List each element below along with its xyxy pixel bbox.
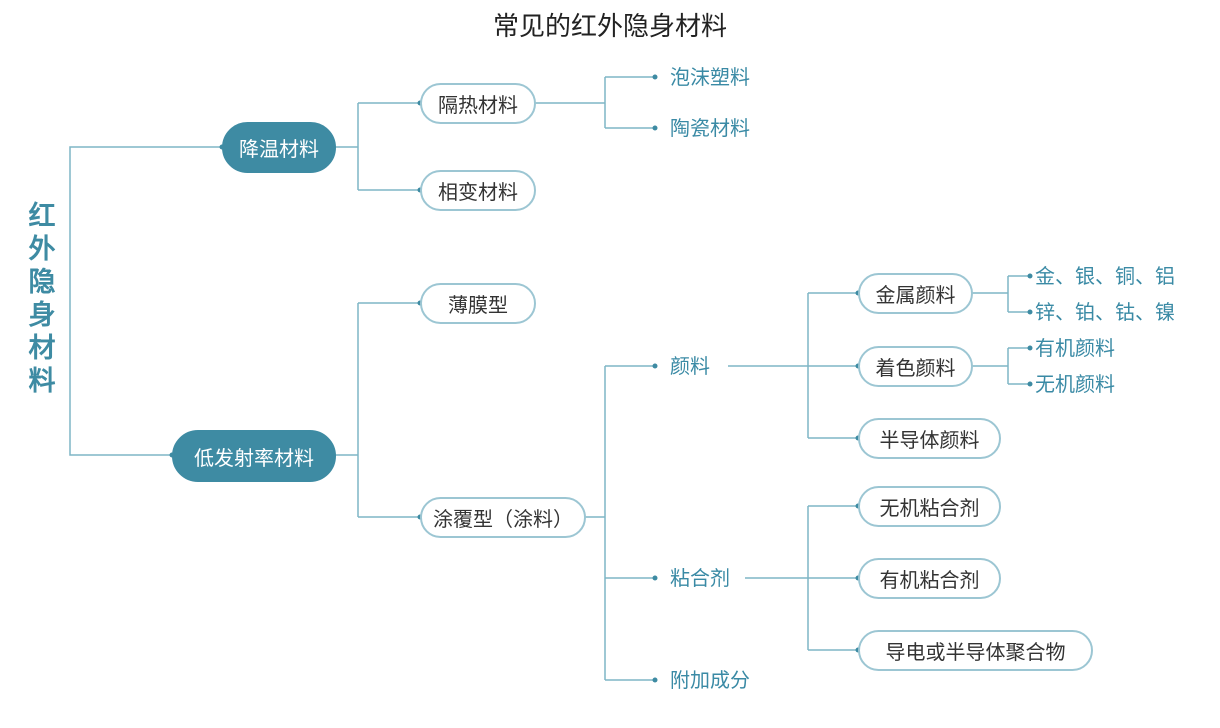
node-film[interactable]: 薄膜型: [420, 283, 536, 324]
node-cooling[interactable]: 降温材料: [222, 122, 336, 173]
leaf-inorganic-pigment[interactable]: 无机颜料: [1035, 372, 1115, 396]
node-pigment[interactable]: 颜料: [670, 354, 710, 378]
diagram-title: 常见的红外隐身材料: [492, 12, 727, 42]
node-insulation[interactable]: 隔热材料: [420, 83, 536, 124]
node-metal-pigment[interactable]: 金属颜料: [858, 273, 973, 314]
leaf-ceramic[interactable]: 陶瓷材料: [670, 116, 750, 140]
node-low-emissivity[interactable]: 低发射率材料: [172, 430, 336, 482]
node-inorganic-binder[interactable]: 无机粘合剂: [858, 486, 1001, 527]
root-node: 红外隐身材料: [28, 201, 56, 397]
leaf-foam[interactable]: 泡沫塑料: [670, 65, 750, 89]
leaf-additive[interactable]: 附加成分: [670, 668, 750, 692]
node-coating[interactable]: 涂覆型（涂料）: [420, 497, 586, 538]
node-conductive-polymer[interactable]: 导电或半导体聚合物: [858, 630, 1093, 671]
node-phase-change[interactable]: 相变材料: [420, 170, 536, 211]
leaf-metals-2[interactable]: 锌、铂、钴、镍: [1035, 300, 1175, 324]
node-color-pigment[interactable]: 着色颜料: [858, 346, 973, 387]
node-binder[interactable]: 粘合剂: [670, 566, 730, 590]
leaf-organic-pigment[interactable]: 有机颜料: [1035, 336, 1115, 360]
leaf-metals-1[interactable]: 金、银、铜、铝: [1035, 264, 1175, 288]
node-organic-binder[interactable]: 有机粘合剂: [858, 558, 1001, 599]
node-semiconductor-pigment[interactable]: 半导体颜料: [858, 418, 1001, 459]
